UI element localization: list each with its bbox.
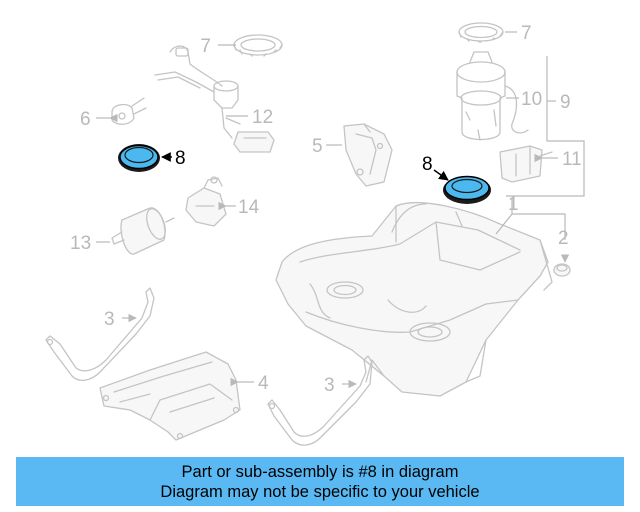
strap-part-right bbox=[267, 355, 373, 446]
leader-8b bbox=[433, 169, 449, 181]
banner-line-2: Diagram may not be specific to your vehi… bbox=[160, 482, 480, 501]
shield-plate-part bbox=[99, 351, 241, 441]
callout-14: 14 bbox=[238, 197, 260, 218]
lock-ring-part bbox=[233, 34, 283, 57]
strap-part-left bbox=[45, 287, 155, 382]
filter-part bbox=[499, 145, 553, 183]
lock-ring-part-right bbox=[458, 22, 504, 43]
callout-6: 6 bbox=[80, 109, 91, 130]
callout-2: 2 bbox=[558, 228, 569, 249]
banner-line-1: Part or sub-assembly is #8 in diagram bbox=[181, 462, 459, 481]
mount-bracket-part bbox=[185, 176, 227, 227]
callout-8a: 8 bbox=[175, 148, 186, 169]
callout-7b: 7 bbox=[521, 23, 532, 44]
heat-shield-part bbox=[343, 123, 393, 187]
bracket-9 bbox=[506, 56, 585, 197]
callout-10: 10 bbox=[521, 89, 542, 110]
callout-4: 4 bbox=[258, 373, 269, 394]
leader-1 bbox=[495, 198, 566, 240]
fuel-pump-part bbox=[456, 51, 529, 141]
callout-7a: 7 bbox=[200, 36, 211, 57]
info-banner: Part or sub-assembly is #8 in diagram Di… bbox=[16, 457, 624, 506]
connector-part bbox=[111, 97, 147, 125]
parts-diagram: 7 12 6 8 5 8 bbox=[45, 22, 585, 446]
callout-11: 11 bbox=[562, 149, 582, 170]
callout-5: 5 bbox=[312, 136, 323, 157]
fuel-sender-part bbox=[154, 45, 275, 153]
callout-13: 13 bbox=[70, 233, 91, 254]
gasket-part-left bbox=[118, 144, 160, 172]
callout-3b: 3 bbox=[324, 375, 335, 396]
gasket-part-right bbox=[443, 175, 491, 204]
callout-1: 1 bbox=[508, 194, 519, 215]
cap-part bbox=[553, 263, 571, 277]
fuel-filter-part bbox=[111, 207, 175, 255]
callout-12: 12 bbox=[252, 107, 273, 128]
callout-9: 9 bbox=[560, 92, 571, 113]
callout-3a: 3 bbox=[104, 309, 115, 330]
callout-8b: 8 bbox=[422, 154, 433, 175]
fuel-tank-part bbox=[275, 202, 553, 397]
